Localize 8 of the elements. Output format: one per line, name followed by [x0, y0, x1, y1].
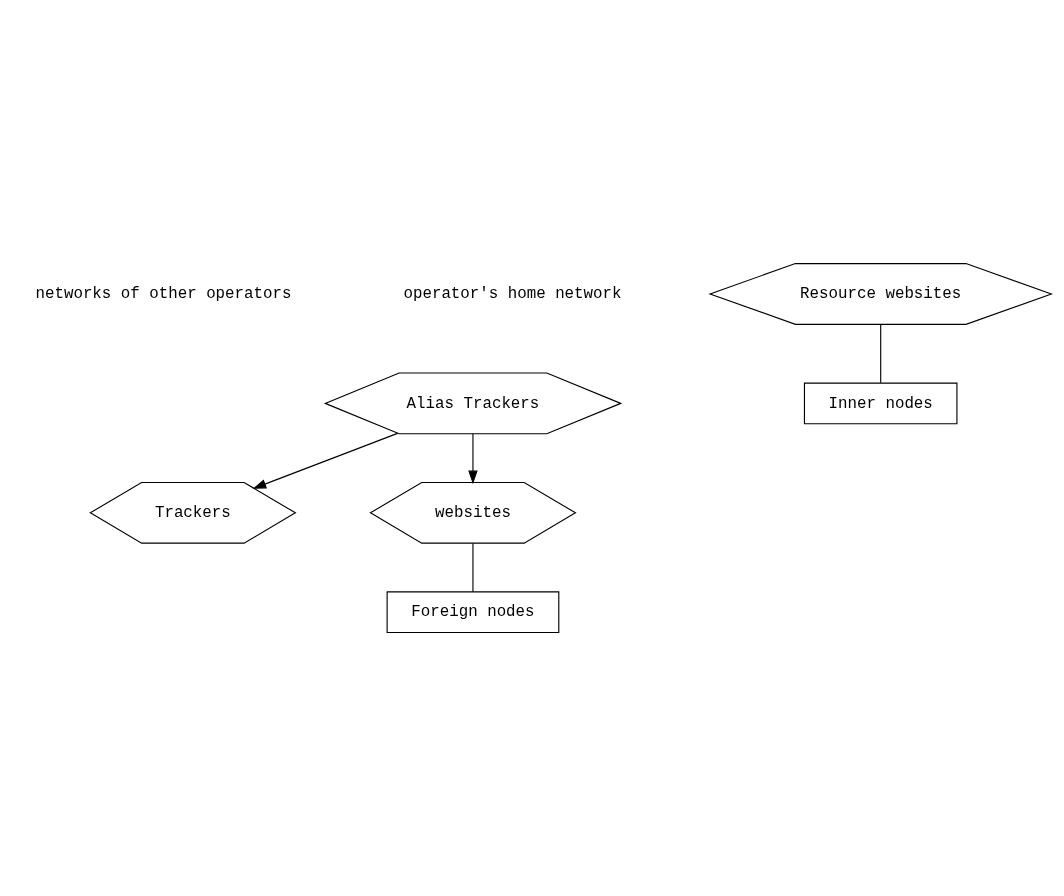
label: operator's home network: [403, 285, 622, 304]
connector: [472, 543, 474, 593]
arrow: [468, 433, 478, 485]
node-box: Foreign nodes: [386, 591, 560, 634]
arrow: [252, 432, 399, 489]
connector: [880, 323, 882, 384]
node-box: Inner nodes: [803, 382, 958, 425]
label: networks of other operators: [35, 285, 292, 304]
